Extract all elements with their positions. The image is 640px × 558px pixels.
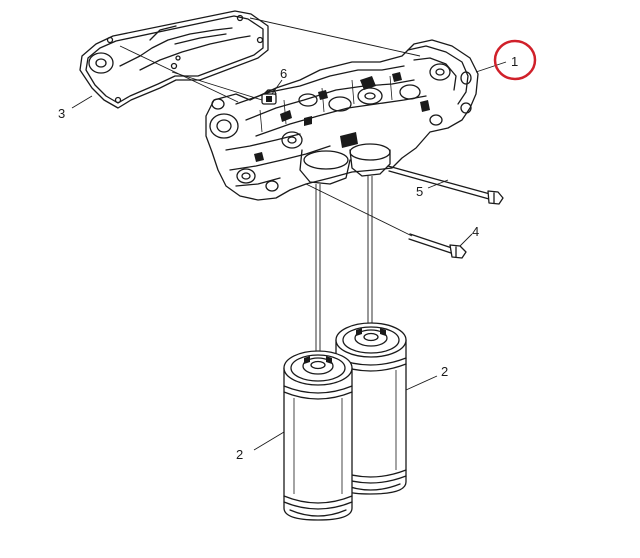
assembly-reference-lines (119, 17, 421, 354)
callout-labels: 1 3 6 5 4 2 2 (58, 54, 518, 462)
main-housing-part (205, 39, 479, 201)
callout-filter-right[interactable]: 2 (441, 364, 448, 379)
fastener-part (261, 89, 277, 105)
gasket-part (79, 10, 269, 109)
callout-bolt-upper[interactable]: 5 (416, 184, 423, 199)
highlight-circle (493, 39, 537, 81)
callout-main-housing[interactable]: 1 (511, 54, 518, 69)
oil-filter-left-part (283, 350, 353, 521)
bolt-lower-part (408, 233, 467, 259)
callout-bolt-lower[interactable]: 4 (472, 224, 479, 239)
callout-fastener[interactable]: 6 (280, 66, 287, 81)
callout-leaders (71, 61, 507, 451)
bolt-upper-part (387, 165, 504, 205)
callout-filter-left[interactable]: 2 (236, 447, 243, 462)
callout-gasket[interactable]: 3 (58, 106, 65, 121)
